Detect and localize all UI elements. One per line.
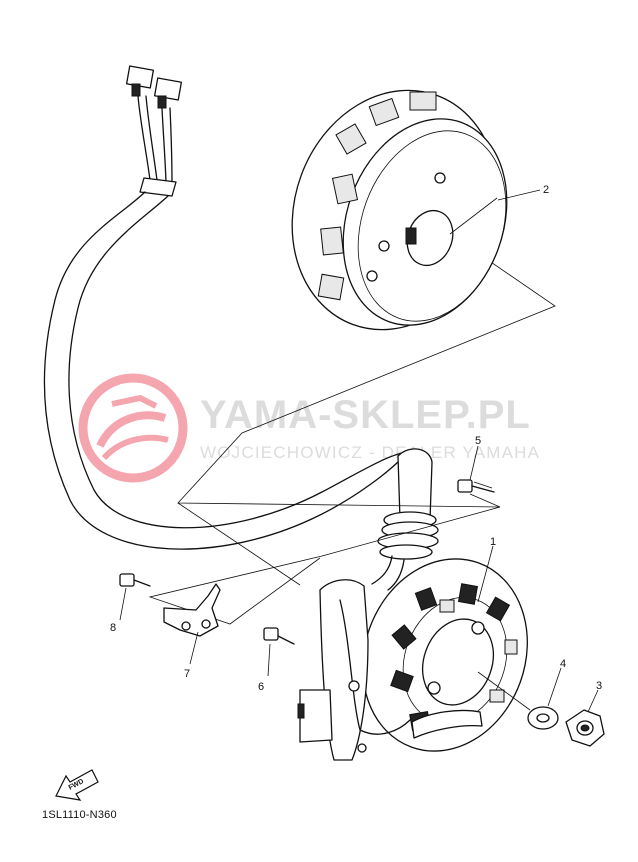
callout-leaders [119, 189, 599, 713]
nut-3 [565, 709, 605, 747]
stator-assembly [297, 558, 528, 761]
watermark-logo [78, 373, 188, 483]
screw-8 [119, 573, 151, 587]
lead-wire-holder [163, 583, 221, 637]
diagram-code: 1SL1110-N360 [42, 809, 117, 821]
flywheel-rotor [291, 89, 508, 331]
callout-1: 1 [490, 536, 496, 548]
screw-6 [263, 627, 295, 645]
washer-4 [527, 706, 559, 730]
watermark: YAMA-SKLEP.PL WOJCIECHOWICZ - DEALER YAM… [78, 373, 540, 483]
fwd-arrow-icon: FWD [55, 769, 99, 801]
bolt-5 [457, 479, 495, 493]
callout-5: 5 [475, 435, 481, 447]
callout-7: 7 [184, 668, 190, 680]
callout-2: 2 [543, 184, 549, 196]
watermark-subtitle: WOJCIECHOWICZ - DEALER YAMAHA [200, 443, 540, 462]
callout-6: 6 [258, 681, 264, 693]
callout-4: 4 [560, 658, 566, 670]
callout-8: 8 [110, 622, 116, 634]
wire-harness [43, 65, 439, 591]
callout-3: 3 [596, 680, 602, 692]
watermark-title: YAMA-SKLEP.PL [200, 393, 531, 437]
